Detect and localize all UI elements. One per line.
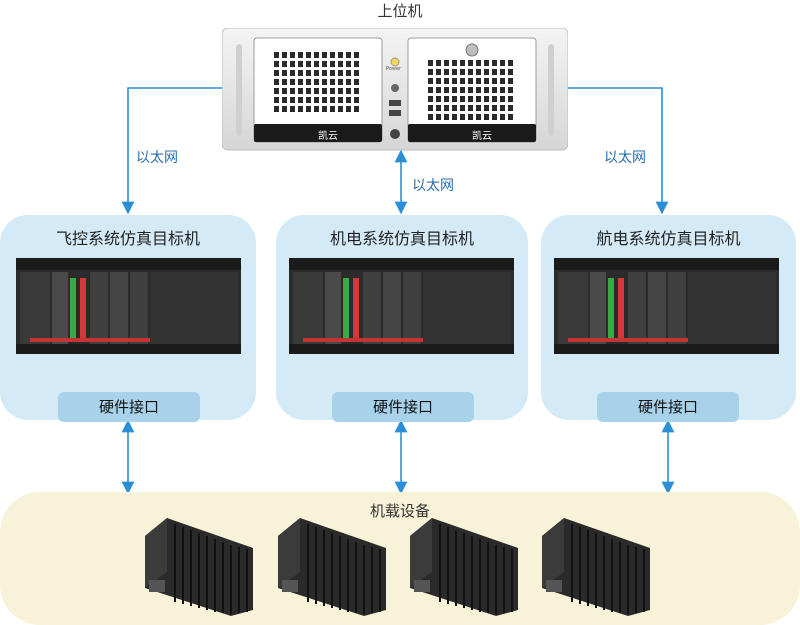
power-text: Power (386, 66, 402, 72)
brand-left: 凯云 (318, 131, 338, 142)
onboard-device-2 (278, 518, 386, 616)
brand-right: 凯云 (472, 131, 492, 142)
target-rack-3 (554, 258, 779, 354)
onboard-equipment-panel: 机载设备 (0, 492, 800, 625)
onboard-device-1 (145, 518, 253, 616)
host-label: 上位机 (377, 2, 423, 20)
target-title: 机电系统仿真目标机 (329, 229, 474, 248)
onboard-device-4 (542, 518, 650, 616)
onboard-device-3 (410, 518, 518, 616)
hardware-interface: 硬件接口 (332, 392, 474, 422)
host-computer (222, 28, 568, 151)
hardware-interface: 硬件接口 (58, 392, 200, 422)
target-rack-1 (16, 258, 241, 354)
target-title: 飞控系统仿真目标机 (55, 229, 200, 248)
ethernet-right-line (568, 87, 669, 215)
ethernet-label-right: 以太网 (604, 150, 646, 166)
target-title: 航电系统仿真目标机 (596, 229, 741, 248)
ethernet-left-line (121, 87, 222, 215)
ethernet-label-left: 以太网 (136, 150, 178, 166)
hardware-interface: 硬件接口 (597, 392, 739, 422)
ethernet-label-center: 以太网 (412, 178, 454, 194)
onboard-title: 机载设备 (369, 502, 430, 520)
target-rack-2 (289, 258, 514, 354)
